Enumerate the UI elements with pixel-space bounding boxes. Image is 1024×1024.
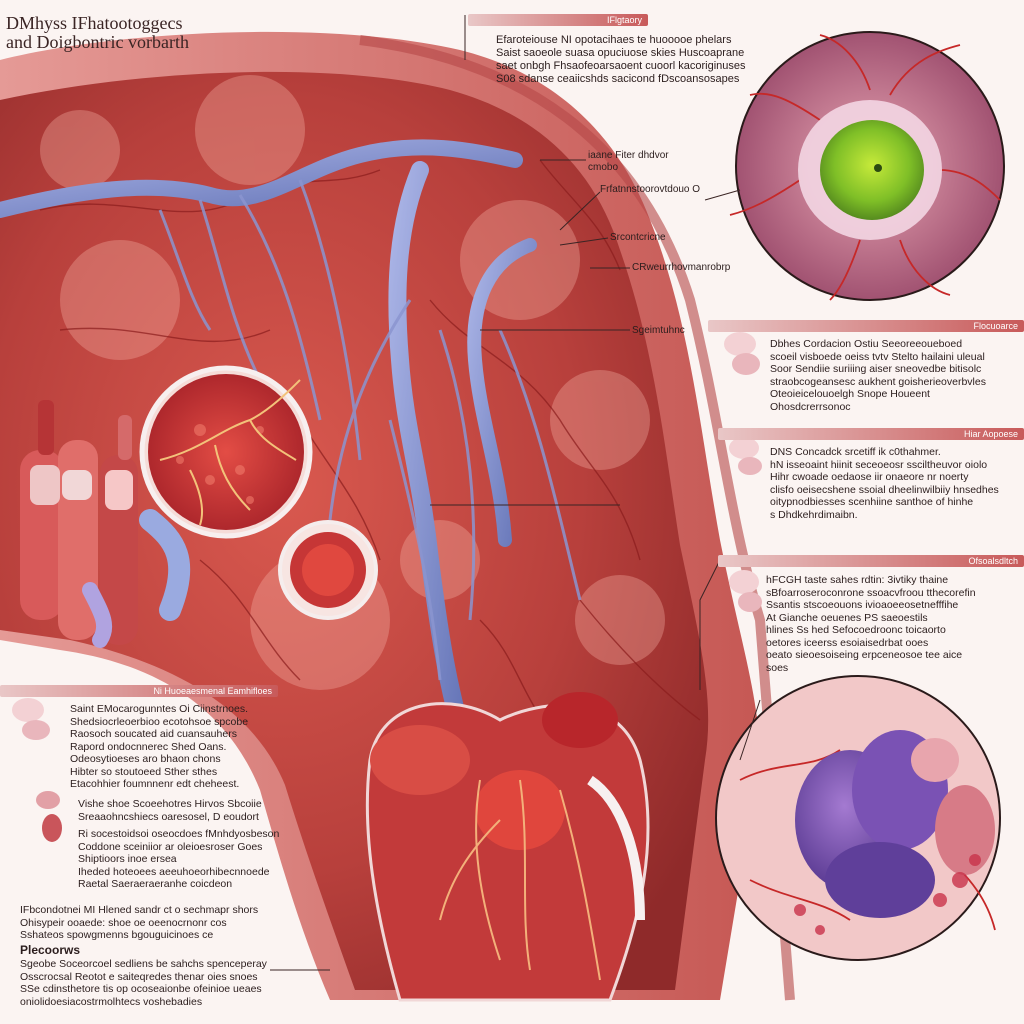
panel-1-header: Flocuoarce: [708, 320, 1024, 332]
panel-3-header: Ofsoalsdltch: [718, 555, 1024, 567]
top-note-header-text: IFlgtaory: [606, 15, 642, 25]
callout-label-4: CRweurrhovmanrobrp: [632, 262, 731, 273]
panel-1-header-text: Flocuoarce: [973, 321, 1018, 331]
panel-2-header: Hiar Aopoese: [718, 428, 1024, 440]
top-note-header: IFlgtaory: [468, 14, 648, 26]
top-note-text: Efaroteiouse NI opotacihaes te huooooe p…: [496, 34, 746, 85]
magnified-cells: [715, 675, 1001, 961]
lower-organ: [365, 692, 650, 1002]
panel-3-header-text: Ofsoalsdltch: [968, 556, 1018, 566]
callout-label-3: Srcontcricne: [610, 232, 666, 243]
callout-label-5: Sgeimtuhnc: [632, 325, 685, 336]
left-panel-header: Ni Huoeaesmenal Eamhifloes: [0, 685, 278, 697]
left-panel-block-4: IFbcondotnei MI Hlened sandr ct o sechma…: [20, 904, 259, 941]
left-panel-block-3: Ri socestoidsoi oseocdoes fMnhdyosbeson …: [78, 828, 280, 890]
magnified-vessel: [278, 520, 378, 620]
left-panel-block-2: Vishe shoe Scoeehotres Hirvos Sbcoiie Sr…: [78, 798, 262, 823]
left-panel-block-1: Saint EMocarogunntes Oi Ciinstrnoes. She…: [70, 703, 249, 790]
left-panel-footer-text: Sgeobe Soceorcoel sedliens be sahchs spe…: [20, 958, 267, 1008]
panel-3-text: hFCGH taste sahes rdtin: 3ivtiky thaine …: [766, 574, 976, 674]
panel-2-header-text: Hiar Aopoese: [963, 429, 1018, 439]
callout-label-1: iaane Fiter dhdvor cmobo: [588, 150, 669, 173]
callout-label-2: Frfatnnstoorovtdouo O: [600, 184, 701, 195]
leader-lines: [270, 15, 761, 971]
magnified-lobule: [139, 365, 313, 539]
magnified-nodule: [729, 31, 1005, 301]
panel-1-text: Dbhes Cordacion Ostiu Seeoreeoueboed sco…: [770, 338, 986, 413]
vein-network: [0, 139, 582, 769]
diagram-title: DMhyss IFhatootoggecs and Doigbontric vo…: [6, 13, 189, 52]
vessel-tubes: [20, 400, 191, 648]
panel-2-text: DNS Concadck srcetiff ik c0thahmer. hN i…: [770, 446, 999, 521]
left-panel-footer-header: Plecoorws: [20, 943, 81, 957]
left-panel-header-text: Ni Huoeaesmenal Eamhifloes: [153, 686, 272, 696]
panel-icons: [12, 332, 762, 842]
